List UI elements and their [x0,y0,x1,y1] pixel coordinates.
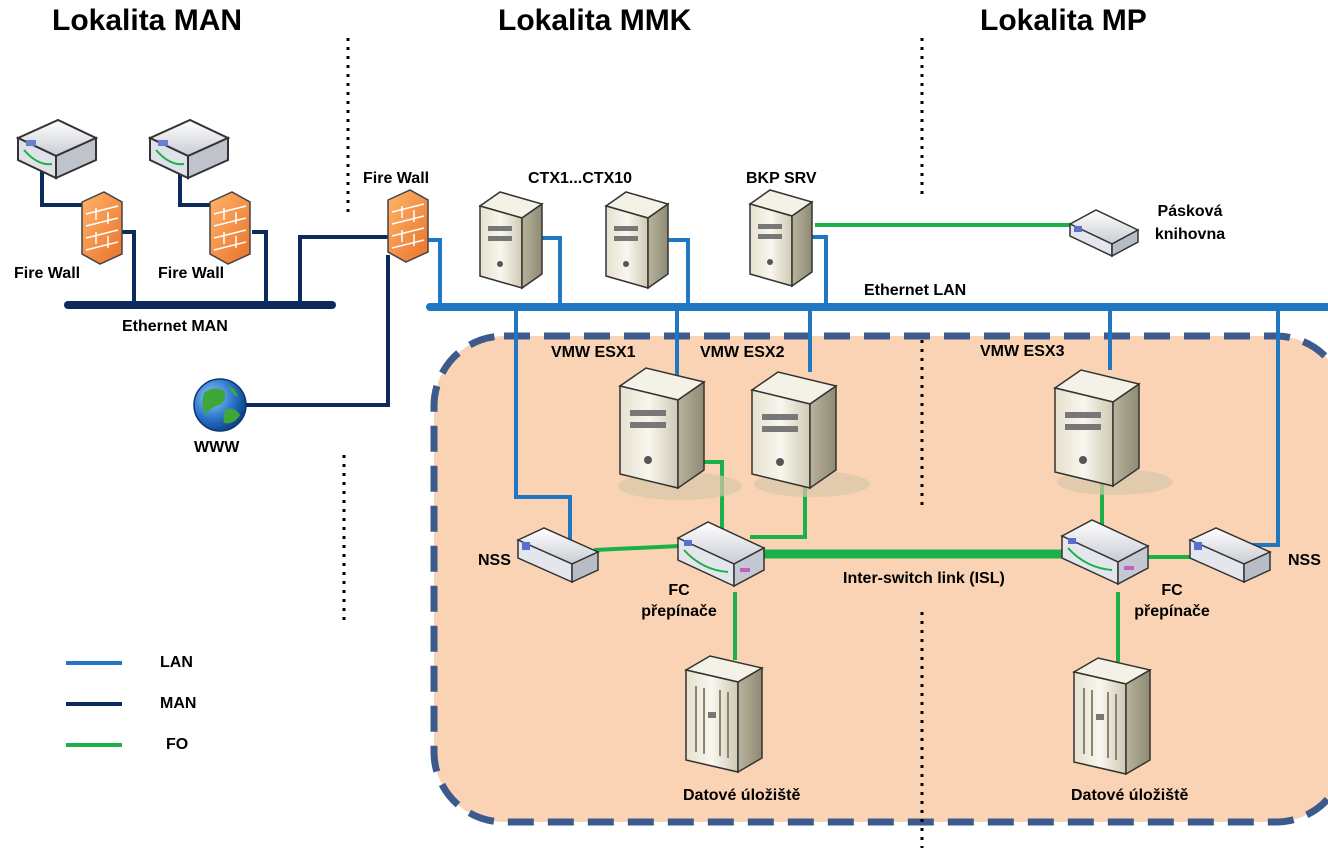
fc-switch-icon-left [676,521,766,588]
legend-label-lan: LAN [160,654,193,671]
router-icon-1 [15,118,99,180]
label-firewall-main: Fire Wall [363,170,430,187]
label-tape-line2: knihovna [1154,226,1226,243]
label-firewall-man-left: Fire Wall [14,265,81,282]
nss-icon-left [516,527,600,584]
tape-library-icon [1068,209,1140,258]
fo-links [593,223,1192,662]
label-ethernet-man: Ethernet MAN [122,318,228,335]
label-firewall-man-right: Fire Wall [158,265,225,282]
label-nss-left: NSS [478,552,511,569]
label-storage-right: Datové úložiště [1071,787,1189,804]
label-bkp: BKP SRV [746,170,817,187]
firewall-icon-main [387,189,429,263]
man-links [40,165,398,407]
fc-switch-icon-right [1060,519,1150,586]
firewall-icon-man-right [209,191,251,265]
legend-label-fo: FO [166,736,189,753]
server-icon-esx3 [1053,369,1173,495]
server-icon-bkp [748,189,814,288]
title-mp: Lokalita MP [980,4,1147,37]
storage-icon-right [1071,657,1153,776]
label-esx3: VMW ESX3 [980,343,1065,360]
label-fc-left-line2: přepínače [641,603,717,620]
label-www: WWW [194,439,240,456]
server-icon-ctx-b [604,191,670,290]
storage-icon-left [683,655,765,774]
title-mmk: Lokalita MMK [498,4,692,37]
server-icon-esx1 [618,367,742,500]
label-ctx: CTX1...CTX10 [528,170,633,187]
label-esx1: VMW ESX1 [551,344,636,361]
lan-links [426,235,1328,547]
label-isl: Inter-switch link (ISL) [843,570,1005,587]
title-man: Lokalita MAN [52,4,243,37]
nss-icon-right [1188,527,1272,584]
firewall-icon-man-left [81,191,123,265]
router-icon-2 [147,118,231,180]
label-tape-line1: Pásková [1157,203,1223,220]
label-storage-left: Datové úložiště [683,787,801,804]
label-nss-right: NSS [1288,552,1321,569]
server-icon-esx2 [750,371,870,497]
label-fc-right-line2: přepínače [1134,603,1210,620]
legend-label-man: MAN [160,695,197,712]
label-fc-right-line1: FC [1161,582,1183,599]
label-esx2: VMW ESX2 [700,344,785,361]
server-icon-ctx-a [478,191,544,290]
label-fc-left-line1: FC [668,582,690,599]
globe-icon [193,378,247,432]
label-ethernet-lan: Ethernet LAN [864,282,967,299]
